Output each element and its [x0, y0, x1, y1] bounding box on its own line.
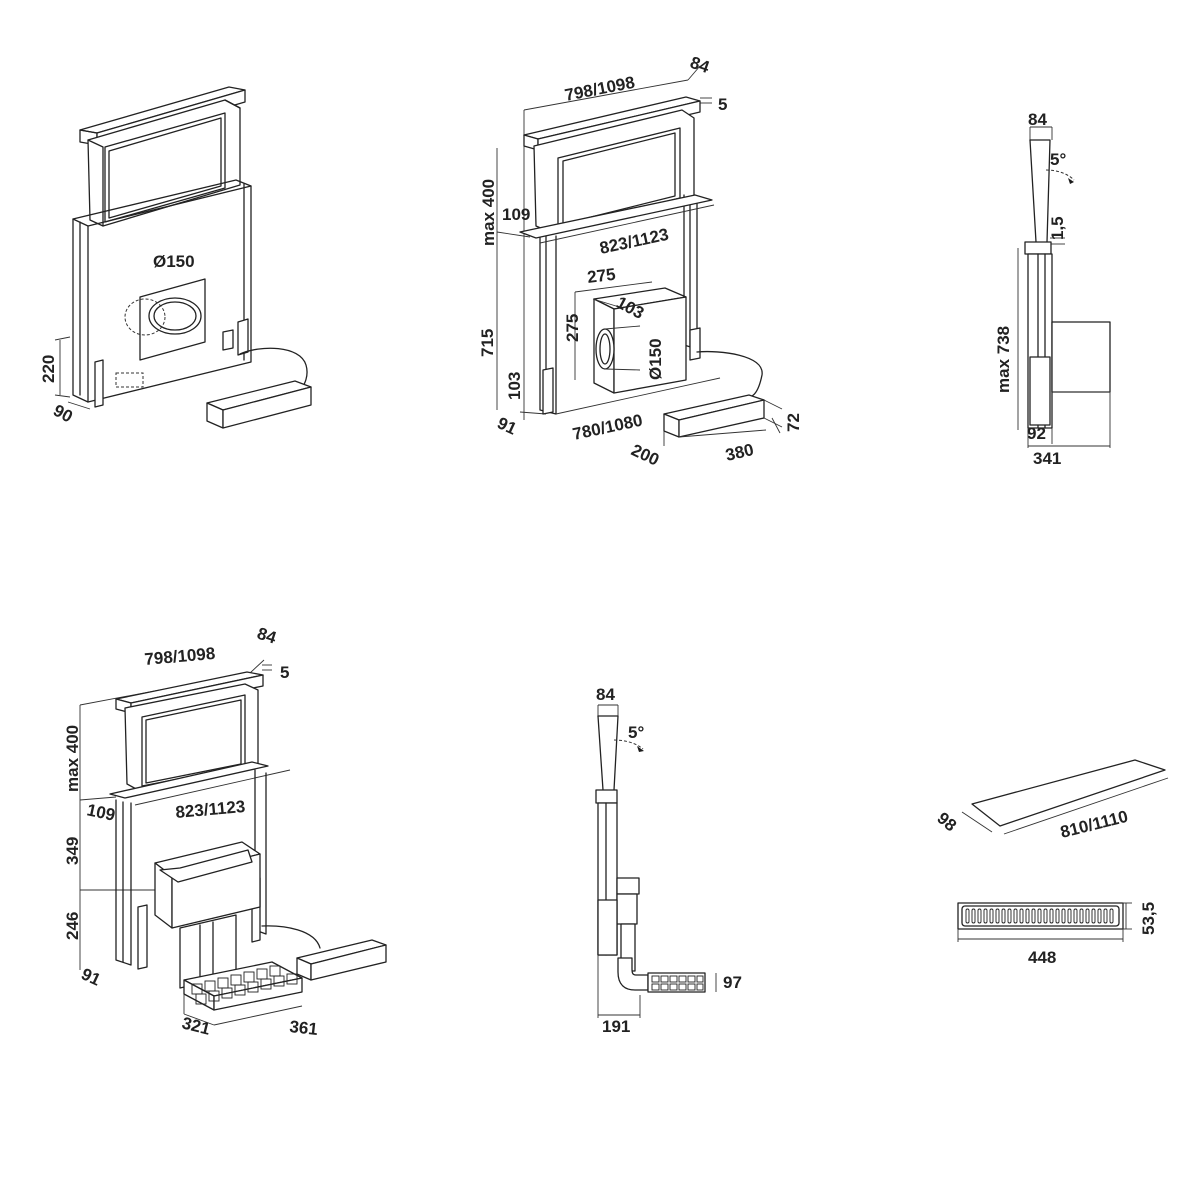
- fig5-angle: 5°: [628, 723, 644, 742]
- fig3-front-depth: 92: [1027, 424, 1046, 443]
- fig4-height-lower: 246: [63, 912, 82, 940]
- figure-1-hood-duct-outlet: Ø150 220 90: [39, 86, 312, 429]
- fig2-motor-height: 72: [784, 413, 803, 432]
- fig4-width-top: 798/1098: [144, 644, 216, 669]
- fig6-panel-depth: 98: [933, 809, 960, 836]
- fig2-gap: 5: [718, 95, 727, 114]
- fig2-depth-top: 84: [688, 53, 713, 77]
- fig4-filter-width: 321: [180, 1013, 212, 1038]
- fig4-depth-top: 84: [255, 624, 279, 648]
- fig3-total-depth: 341: [1033, 449, 1061, 468]
- filter-grid: [191, 965, 298, 1005]
- fig1-diameter: Ø150: [153, 252, 195, 271]
- fig2-depth-base: 91: [494, 413, 519, 438]
- figure-3-side-profile: 84 5° 1,5 max 738 92 341: [994, 110, 1111, 468]
- fig2-box-width: 275: [586, 265, 616, 287]
- figure-5-recirculating-profile: 84 5° 97 191: [595, 685, 742, 1036]
- figure-6-panel-and-grille: 98 810/1110 53,5 448: [933, 759, 1169, 967]
- fig4-height-upper: 349: [63, 837, 82, 865]
- fig1-depth: 90: [50, 401, 76, 427]
- fig4-depth-base: 91: [78, 964, 103, 989]
- fig2-width-base: 780/1080: [571, 411, 644, 444]
- fig6-grille-width: 448: [1028, 948, 1056, 967]
- fig5-filter-height: 97: [723, 973, 742, 992]
- fig5-top-width: 84: [596, 685, 615, 704]
- fig3-top-width: 84: [1028, 110, 1047, 129]
- fig2-box-height: 275: [563, 314, 582, 342]
- fig2-height-top: 109: [502, 205, 530, 224]
- fig2-motor-width: 380: [724, 440, 756, 465]
- fig3-max-height: max 738: [994, 326, 1013, 393]
- fig2-width-top: 798/1098: [563, 73, 636, 105]
- fig2-motor-depth: 200: [628, 440, 662, 469]
- fig4-width-mid: 823/1123: [175, 797, 246, 822]
- fig4-filter-depth: 361: [289, 1017, 319, 1039]
- figure-4-recirculating-hood: 798/1098 84 5 max 400 109 823/1123 349 2…: [63, 624, 387, 1039]
- fig2-height-base: 103: [505, 372, 524, 400]
- fig3-angle: 5°: [1050, 150, 1066, 169]
- figure-2-hood-dimensions: 798/1098 84 5 max 400 109 823/1123 715 1…: [478, 53, 803, 470]
- fig4-height-top: 109: [85, 800, 117, 824]
- fig2-max-height: max 400: [479, 179, 498, 246]
- fig2-box-diameter: Ø150: [646, 338, 665, 380]
- fig1-height: 220: [39, 355, 58, 383]
- fig2-width-mid: 823/1123: [598, 225, 670, 258]
- grille-slots: [965, 908, 1114, 924]
- fig4-gap: 5: [280, 663, 289, 682]
- fig3-offset: 1,5: [1048, 216, 1067, 240]
- fig4-max-height: max 400: [63, 725, 82, 792]
- filter-side-grid: [651, 975, 704, 991]
- fig5-depth: 191: [602, 1017, 630, 1036]
- fig2-height-body: 715: [478, 329, 497, 357]
- fig6-grille-height: 53,5: [1139, 902, 1158, 935]
